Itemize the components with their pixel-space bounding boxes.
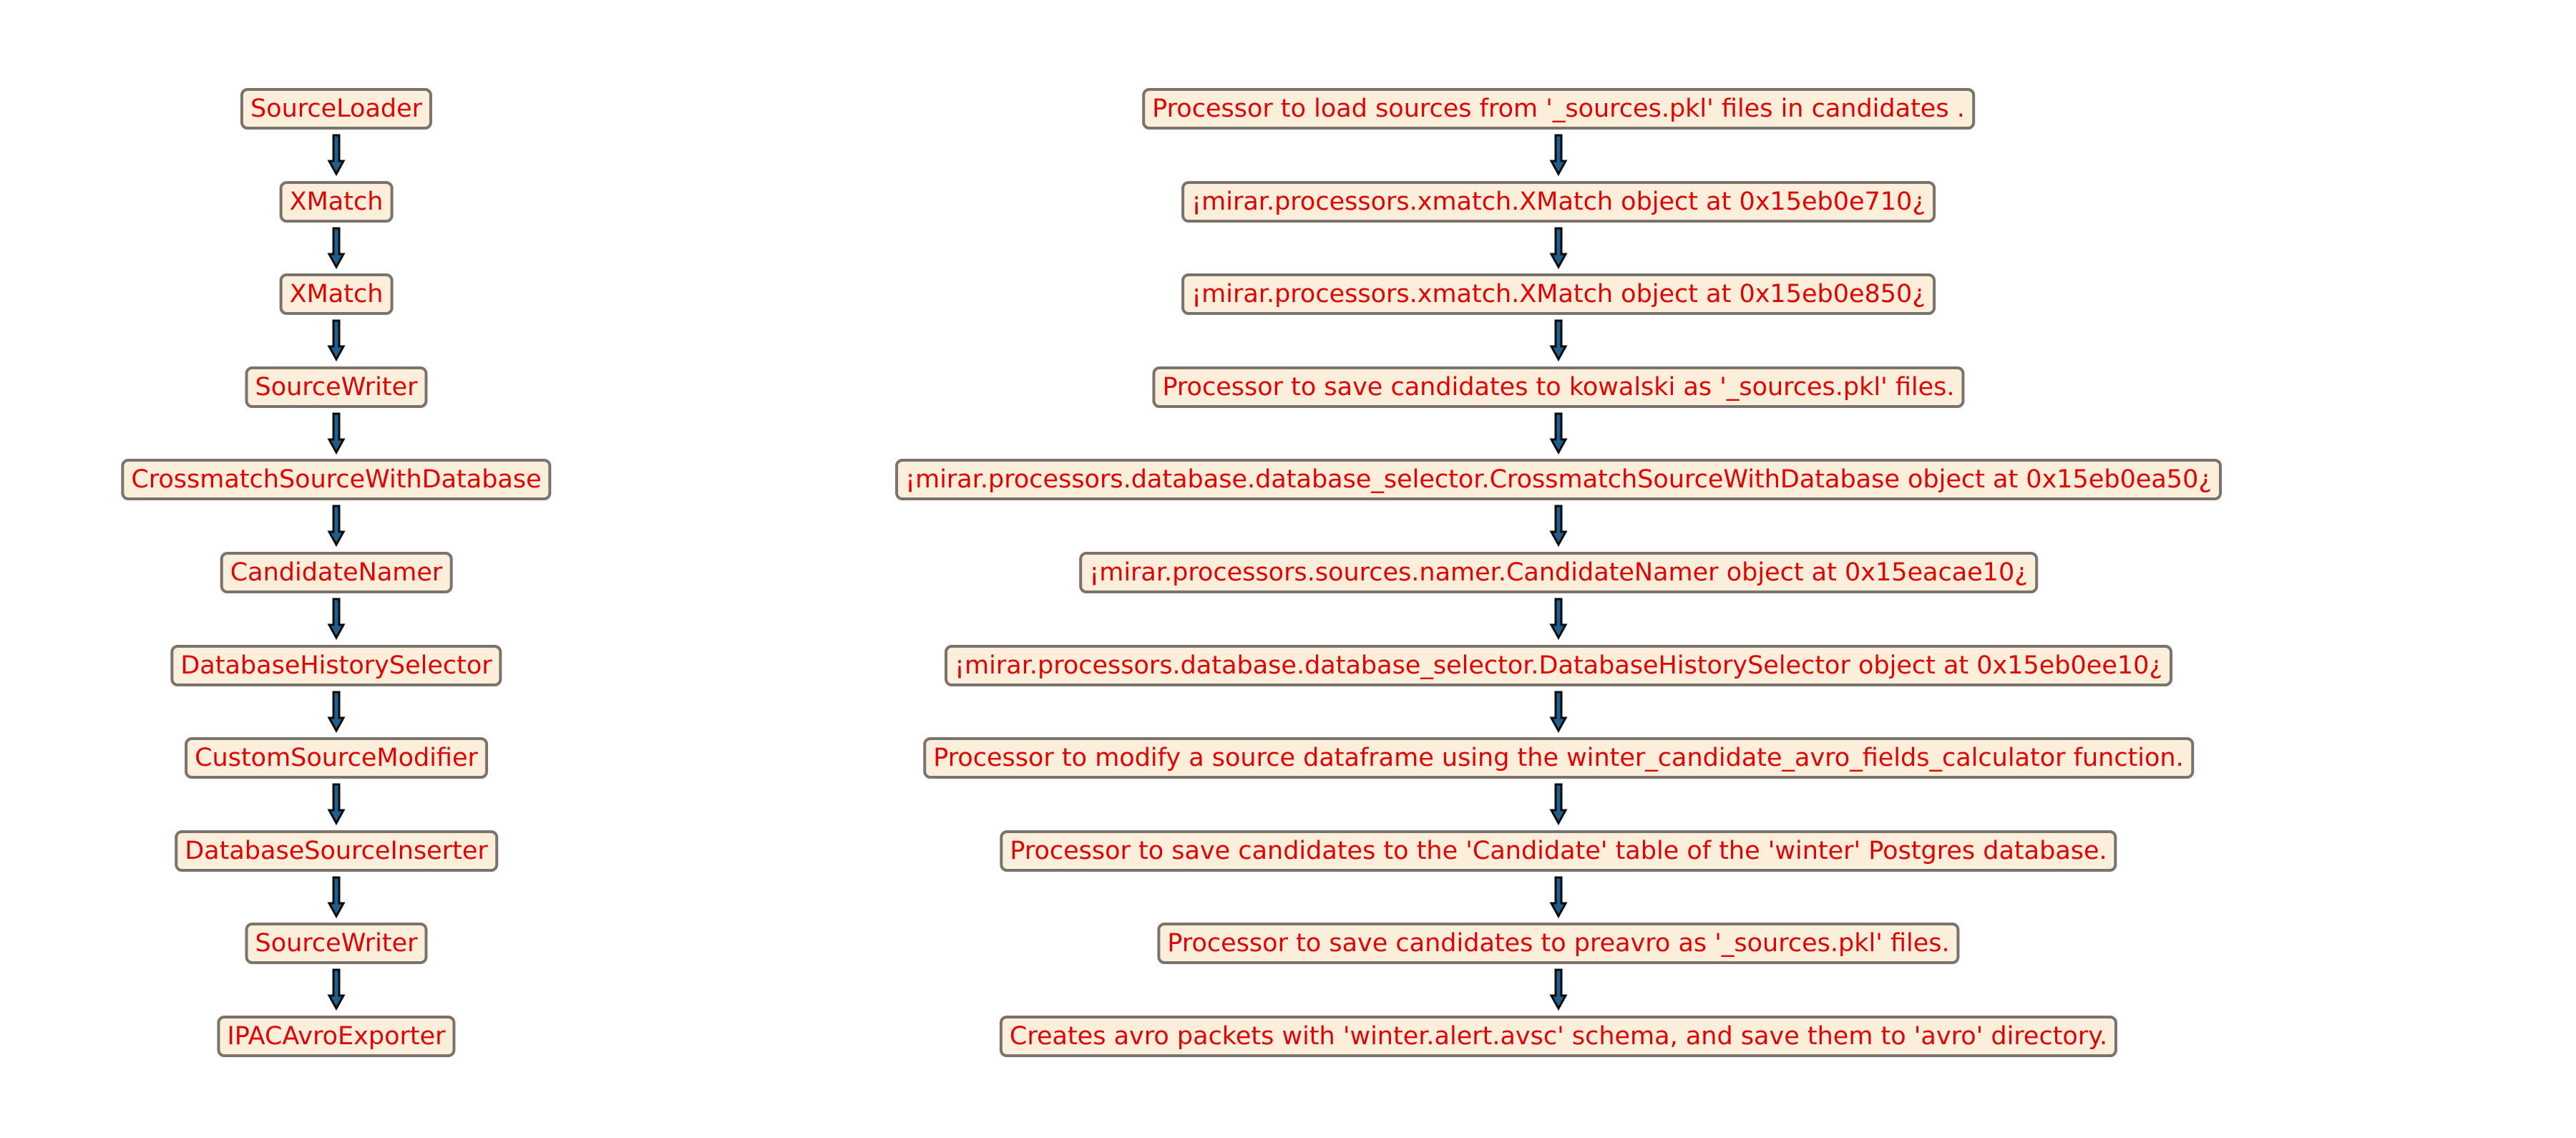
left_column-node: IPACAvroExporter [217, 1016, 456, 1057]
flow-arrow-icon [327, 505, 346, 548]
left_column-node: SourceWriter [245, 366, 428, 408]
right_column-node: Processor to save candidates to preavro … [1157, 923, 1960, 965]
left_column-node: CrossmatchSourceWithDatabase [121, 459, 552, 501]
flow-arrow-icon [1549, 783, 1568, 826]
right_column-node: ¡mirar.processors.xmatch.XMatch object a… [1181, 273, 1936, 316]
flow-arrow-icon [1549, 968, 1568, 1011]
left_column-node: SourceLoader [240, 88, 433, 130]
flow-arrow-icon [327, 319, 346, 362]
left_column-node: DatabaseSourceInserter [175, 830, 498, 872]
right_column-node: ¡mirar.processors.xmatch.XMatch object a… [1181, 180, 1936, 223]
flow-arrow-icon [1549, 691, 1568, 733]
left_column-node: DatabaseHistorySelector [170, 644, 502, 686]
flow-arrow-icon [1549, 598, 1568, 641]
flow-arrow-icon [327, 134, 346, 177]
left_column-node: CandidateNamer [220, 552, 453, 593]
left_column-node: SourceWriter [245, 923, 428, 965]
right_column-node: Creates avro packets with 'winter.alert.… [999, 1016, 2118, 1057]
right_column-node: ¡mirar.processors.sources.namer.Candidat… [1079, 552, 2038, 593]
right_column-node: Processor to save candidates to kowalski… [1152, 366, 1965, 408]
right_column-node: Processor to load sources from '_sources… [1142, 88, 1975, 130]
flow-arrow-icon [1549, 876, 1568, 918]
flow-arrow-icon [327, 783, 346, 826]
flow-arrow-icon [1549, 319, 1568, 362]
right_column-node: ¡mirar.processors.database.database_sele… [895, 459, 2222, 501]
right_column-node: Processor to save candidates to the 'Can… [1000, 830, 2117, 872]
flow-arrow-icon [327, 968, 346, 1011]
flow-arrow-icon [1549, 227, 1568, 269]
flow-arrow-icon [1549, 412, 1568, 454]
flow-arrow-icon [1549, 134, 1568, 177]
flow-arrow-icon [327, 876, 346, 918]
left_column-node: CustomSourceModifier [185, 737, 488, 779]
right_column-node: ¡mirar.processors.database.database_sele… [945, 644, 2172, 686]
flow-arrow-icon [1549, 505, 1568, 548]
flow-arrow-icon [327, 412, 346, 454]
left_column-node: XMatch [279, 273, 394, 316]
left_column-node: XMatch [279, 180, 394, 223]
flow-arrow-icon [327, 691, 346, 733]
right_column-node: Processor to modify a source dataframe u… [923, 737, 2194, 779]
flow-arrow-icon [327, 598, 346, 641]
flow-arrow-icon [327, 227, 346, 269]
